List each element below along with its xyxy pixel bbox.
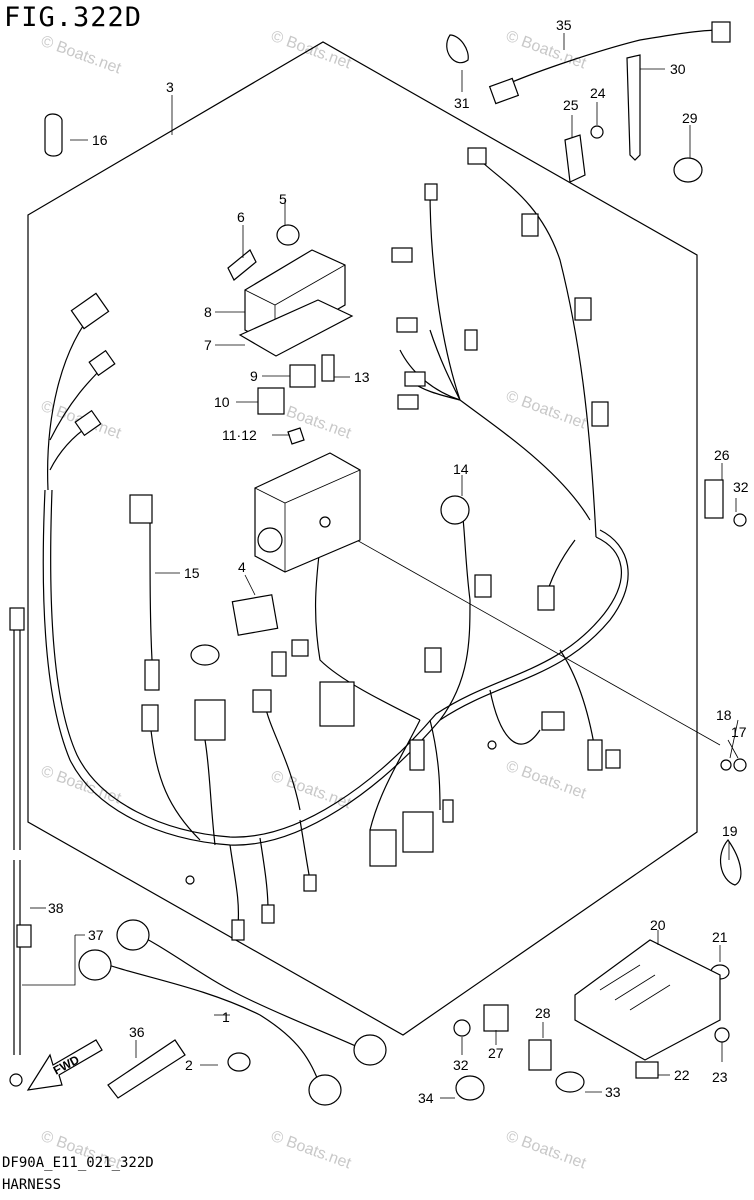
watermark: © Boats.net <box>269 768 354 813</box>
callout-14: 14 <box>453 461 469 477</box>
callout-21: 21 <box>712 929 728 945</box>
callout-22: 22 <box>674 1067 690 1083</box>
callout-35: 35 <box>556 17 572 33</box>
callout-2: 2 <box>185 1057 193 1073</box>
callout-9: 9 <box>250 368 258 384</box>
callout-36: 36 <box>129 1024 145 1040</box>
callout-27: 27 <box>488 1045 504 1061</box>
callout-30: 30 <box>670 61 686 77</box>
callout-10: 10 <box>214 394 230 410</box>
callout-20: 20 <box>650 917 666 933</box>
connectors <box>70 147 621 941</box>
small-parts <box>9 21 747 1106</box>
callout-32: 32 <box>733 479 749 495</box>
callout-19: 19 <box>722 823 738 839</box>
callout-7: 7 <box>204 337 212 353</box>
callout-24: 24 <box>590 85 606 101</box>
callout-34: 34 <box>418 1090 434 1106</box>
callout-6: 6 <box>237 209 245 225</box>
callout-17: 17 <box>731 724 747 740</box>
main-harness <box>42 159 721 926</box>
callout-26: 26 <box>714 447 730 463</box>
relay-box <box>254 452 361 573</box>
fuse-cover <box>238 249 354 357</box>
figure-code: DF90A_E11_021_322D <box>2 1155 154 1171</box>
callout-11-12: 11·12 <box>222 427 257 443</box>
leader-lines <box>22 33 739 1099</box>
callout-25: 25 <box>563 97 579 113</box>
callout-18: 18 <box>716 707 732 723</box>
watermark: © Boats.net <box>504 388 589 433</box>
watermark: © Boats.net <box>39 763 124 808</box>
callout-8: 8 <box>204 304 212 320</box>
callout-37: 37 <box>88 927 104 943</box>
watermarks: © Boats.net © Boats.net © Boats.net © Bo… <box>39 28 589 1173</box>
callout-15: 15 <box>184 565 200 581</box>
watermark: © Boats.net <box>504 1128 589 1173</box>
callout-4: 4 <box>238 559 246 575</box>
callout-28: 28 <box>535 1005 551 1021</box>
callout-32: 32 <box>453 1057 469 1073</box>
callout-29: 29 <box>682 110 698 126</box>
figure-title: FIG.322D <box>4 2 143 33</box>
watermark: © Boats.net <box>39 33 124 78</box>
assembly-outline <box>27 41 698 1036</box>
watermark: © Boats.net <box>504 758 589 803</box>
callout-5: 5 <box>279 191 287 207</box>
callout-33: 33 <box>605 1084 621 1100</box>
watermark: © Boats.net <box>504 28 589 73</box>
callout-3: 3 <box>166 79 174 95</box>
figure-name: HARNESS <box>2 1177 62 1193</box>
callout-23: 23 <box>712 1069 728 1085</box>
callout-13: 13 <box>354 369 370 385</box>
callout-31: 31 <box>454 95 470 111</box>
callout-1: 1 <box>222 1009 230 1025</box>
watermark: © Boats.net <box>269 1128 354 1173</box>
callout-16: 16 <box>92 132 108 148</box>
callouts: 1 2 3 4 5 6 7 8 9 10 11·12 13 14 15 16 1… <box>48 17 749 1106</box>
callout-38: 38 <box>48 900 64 916</box>
